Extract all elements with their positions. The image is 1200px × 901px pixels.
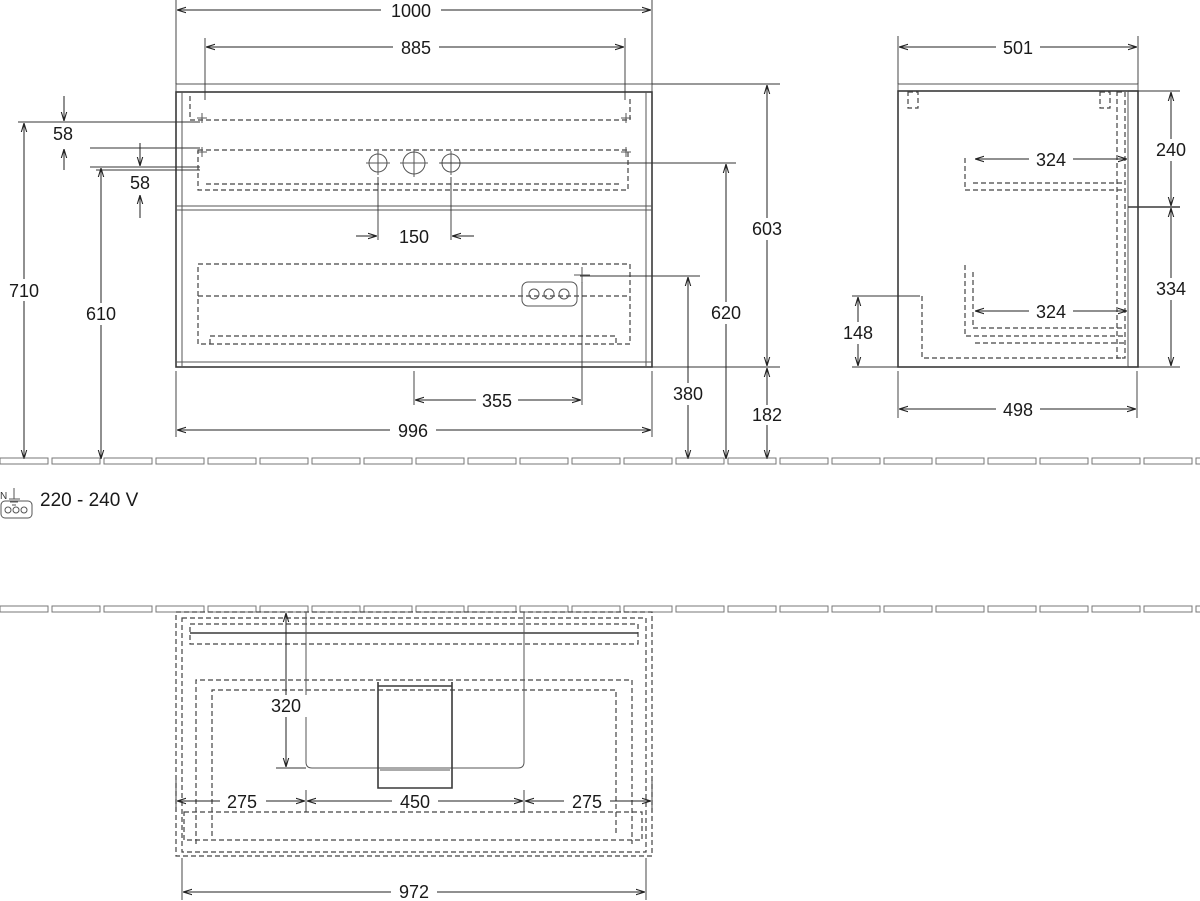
floor-segment bbox=[727, 457, 777, 465]
tap-hole-center-icon bbox=[400, 149, 428, 177]
dim-height-610: 610 bbox=[86, 304, 116, 324]
floor-line-lower bbox=[0, 605, 1200, 613]
voltage-label: 220 - 240 V bbox=[40, 490, 139, 511]
dim-depth-498: 498 bbox=[1003, 400, 1033, 420]
floor-segment bbox=[675, 457, 725, 465]
front-view: 1000 885 58 58 710 610 150 603 620 355 3… bbox=[4, 0, 787, 458]
floor-segment bbox=[727, 605, 777, 613]
floor-segment bbox=[935, 457, 985, 465]
dim-spacing-150: 150 bbox=[399, 227, 429, 247]
dim-height-334: 334 bbox=[1156, 279, 1186, 299]
power-n-label: N bbox=[0, 491, 7, 502]
floor-segment bbox=[467, 605, 517, 613]
floor-line-upper bbox=[0, 457, 1200, 465]
floor-segment bbox=[207, 457, 257, 465]
top-view: 320 275 450 275 972 bbox=[175, 611, 653, 901]
floor-segment bbox=[0, 457, 49, 465]
dim-height-182: 182 bbox=[752, 405, 782, 425]
floor-segment bbox=[675, 605, 725, 613]
dim-height-240: 240 bbox=[1156, 140, 1186, 160]
floor-segment bbox=[1039, 605, 1089, 613]
floor-segment bbox=[155, 605, 205, 613]
floor-segment bbox=[51, 457, 101, 465]
dim-height-603: 603 bbox=[752, 219, 782, 239]
floor-segment bbox=[363, 605, 413, 613]
floor-segment bbox=[883, 605, 933, 613]
floor-segment bbox=[623, 457, 673, 465]
floor-segment bbox=[51, 605, 101, 613]
side-view: 501 240 324 334 324 148 498 bbox=[838, 36, 1192, 420]
dim-depth-501: 501 bbox=[1003, 38, 1033, 58]
dim-58-lower: 58 bbox=[130, 173, 150, 193]
dim-shelf-324-upper: 324 bbox=[1036, 150, 1066, 170]
floor-segment bbox=[467, 457, 517, 465]
floor-segment bbox=[415, 605, 465, 613]
floor-segment bbox=[311, 457, 361, 465]
dim-right-275: 275 bbox=[572, 792, 602, 812]
socket-icon bbox=[521, 267, 590, 307]
floor-segment bbox=[1039, 457, 1089, 465]
dim-offset-355: 355 bbox=[482, 391, 512, 411]
floor-segment bbox=[259, 605, 309, 613]
floor-segment bbox=[363, 457, 413, 465]
dim-width-972: 972 bbox=[399, 882, 429, 901]
floor-segment bbox=[571, 457, 621, 465]
floor-segment bbox=[831, 457, 881, 465]
dim-middle-450: 450 bbox=[400, 792, 430, 812]
dim-width-inner: 885 bbox=[401, 38, 431, 58]
floor-segment bbox=[519, 605, 569, 613]
dim-width-996: 996 bbox=[398, 421, 428, 441]
floor-segment bbox=[103, 457, 153, 465]
floor-segment bbox=[311, 605, 361, 613]
dim-height-710: 710 bbox=[9, 281, 39, 301]
floor-segment bbox=[1195, 457, 1200, 465]
floor-segment bbox=[779, 605, 829, 613]
floor-segment bbox=[987, 605, 1037, 613]
dim-left-275: 275 bbox=[227, 792, 257, 812]
floor-segment bbox=[415, 457, 465, 465]
floor-segment bbox=[831, 605, 881, 613]
floor-segment bbox=[1143, 457, 1193, 465]
floor-segment bbox=[155, 457, 205, 465]
tap-hole-left-icon bbox=[366, 151, 390, 175]
floor-segment bbox=[1195, 605, 1200, 613]
power-socket-icon: N bbox=[0, 488, 33, 519]
dim-shelf-324-lower: 324 bbox=[1036, 302, 1066, 322]
floor-segment bbox=[1091, 457, 1141, 465]
floor-segment bbox=[1143, 605, 1193, 613]
floor-segment bbox=[935, 605, 985, 613]
dim-width-total: 1000 bbox=[391, 1, 431, 21]
floor-segment bbox=[519, 457, 569, 465]
dim-height-620: 620 bbox=[711, 303, 741, 323]
floor-segment bbox=[259, 457, 309, 465]
floor-segment bbox=[987, 457, 1037, 465]
floor-segment bbox=[883, 457, 933, 465]
dim-58-upper: 58 bbox=[53, 124, 73, 144]
dim-height-380: 380 bbox=[673, 384, 703, 404]
floor-segment bbox=[0, 605, 49, 613]
dim-height-148: 148 bbox=[843, 323, 873, 343]
floor-segment bbox=[207, 605, 257, 613]
floor-segment bbox=[623, 605, 673, 613]
floor-segment bbox=[779, 457, 829, 465]
floor-segment bbox=[1091, 605, 1141, 613]
floor-segment bbox=[103, 605, 153, 613]
floor-segment bbox=[571, 605, 621, 613]
dim-depth-320: 320 bbox=[271, 696, 301, 716]
